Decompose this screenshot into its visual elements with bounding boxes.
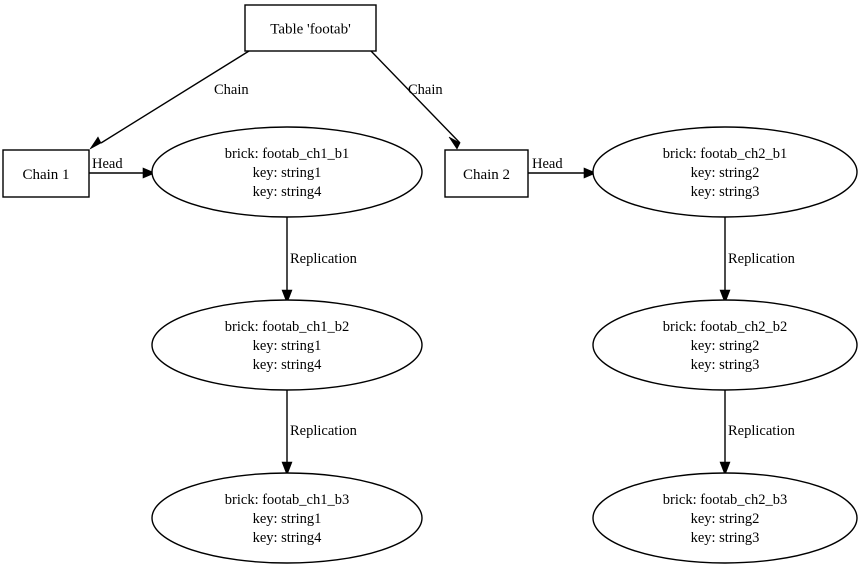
node-table-footab[interactable]: Table 'footab' <box>244 4 377 52</box>
brick-ch1-b1-name: brick: footab_ch1_b1 <box>225 146 349 162</box>
chain2-node-box[interactable] <box>444 149 529 198</box>
edge-line-table-chain2 <box>370 50 461 144</box>
node-brick-ch2-b3[interactable]: brick: footab_ch2_b3 key: string2 key: s… <box>592 472 858 564</box>
edge-replication-ch2-b2-b3: Replication <box>719 389 796 476</box>
node-brick-ch2-b2[interactable]: brick: footab_ch2_b2 key: string2 key: s… <box>592 299 858 391</box>
brick-ch2-b2-key1: key: string2 <box>691 338 760 354</box>
edge-replication-ch1-b1-b2: Replication <box>281 217 358 304</box>
chain1-node-label: Chain 1 <box>22 167 69 183</box>
edge-label-replication-ch2-1: Replication <box>728 251 796 267</box>
edge-table-to-chain2: Chain <box>370 50 461 150</box>
edge-label-replication-ch1-1: Replication <box>290 251 358 267</box>
edge-label-chain-left: Chain <box>214 82 249 98</box>
edge-label-replication-ch1-2: Replication <box>290 423 358 439</box>
edge-replication-ch2-b1-b2: Replication <box>719 217 796 304</box>
edge-label-head-left: Head <box>92 156 123 172</box>
brick-ch1-b3-key1: key: string1 <box>253 511 322 527</box>
brick-ch2-b2-ellipse[interactable] <box>592 299 858 391</box>
brick-ch2-b2-key2: key: string3 <box>691 357 760 373</box>
table-node-box[interactable] <box>244 4 377 52</box>
edge-table-to-chain1: Chain <box>89 50 250 150</box>
brick-ch2-b3-ellipse[interactable] <box>592 472 858 564</box>
node-chain-2[interactable]: Chain 2 <box>444 149 529 198</box>
chain1-node-box[interactable] <box>2 149 90 198</box>
brick-ch1-b1-key2: key: string4 <box>253 184 323 200</box>
edge-label-chain-right: Chain <box>408 82 443 98</box>
brick-ch2-b3-key2: key: string3 <box>691 530 760 546</box>
brick-ch2-b3-key1: key: string2 <box>691 511 760 527</box>
brick-ch2-b1-key1: key: string2 <box>691 165 760 181</box>
brick-ch2-b1-ellipse[interactable] <box>592 126 858 218</box>
edge-line-table-chain1 <box>100 50 250 144</box>
edge-label-head-right: Head <box>532 156 563 172</box>
brick-ch1-b3-key2: key: string4 <box>253 530 323 546</box>
arrow-head-repl-ch2-2 <box>719 461 731 476</box>
node-brick-ch1-b2[interactable]: brick: footab_ch1_b2 key: string1 key: s… <box>151 299 423 391</box>
brick-ch1-b2-key1: key: string1 <box>253 338 322 354</box>
brick-ch1-b3-ellipse[interactable] <box>151 472 423 564</box>
node-brick-ch1-b1[interactable]: brick: footab_ch1_b1 key: string1 key: s… <box>151 126 423 218</box>
node-chain-1[interactable]: Chain 1 <box>2 149 90 198</box>
brick-ch1-b2-name: brick: footab_ch1_b2 <box>225 319 349 335</box>
arrow-head-repl-ch1-2 <box>281 461 293 476</box>
arrow-head-table-chain2 <box>448 136 461 150</box>
brick-ch2-b2-name: brick: footab_ch2_b2 <box>663 319 787 335</box>
brick-ch1-b2-ellipse[interactable] <box>151 299 423 391</box>
node-brick-ch2-b1[interactable]: brick: footab_ch2_b1 key: string2 key: s… <box>592 126 858 218</box>
brick-ch1-b1-key1: key: string1 <box>253 165 322 181</box>
edge-replication-ch1-b2-b3: Replication <box>281 389 358 476</box>
table-node-label: Table 'footab' <box>270 22 351 38</box>
arrow-head-repl-ch1-1 <box>281 289 293 304</box>
node-brick-ch1-b3[interactable]: brick: footab_ch1_b3 key: string1 key: s… <box>151 472 423 564</box>
brick-ch1-b3-name: brick: footab_ch1_b3 <box>225 492 349 508</box>
arrow-head-chain1-head <box>142 167 156 179</box>
brick-ch2-b1-name: brick: footab_ch2_b1 <box>663 146 787 162</box>
brick-ch1-b2-key2: key: string4 <box>253 357 323 373</box>
arrow-head-table-chain1 <box>89 136 102 150</box>
edge-chain2-head: Head <box>528 156 597 179</box>
brick-ch1-b1-ellipse[interactable] <box>151 126 423 218</box>
chain2-node-label: Chain 2 <box>463 167 510 183</box>
brick-ch2-b1-key2: key: string3 <box>691 184 760 200</box>
brick-ch2-b3-name: brick: footab_ch2_b3 <box>663 492 787 508</box>
edge-chain1-head: Head <box>89 156 156 179</box>
arrow-head-chain2-head <box>583 167 597 179</box>
arrow-head-repl-ch2-1 <box>719 289 731 304</box>
edge-label-replication-ch2-2: Replication <box>728 423 796 439</box>
